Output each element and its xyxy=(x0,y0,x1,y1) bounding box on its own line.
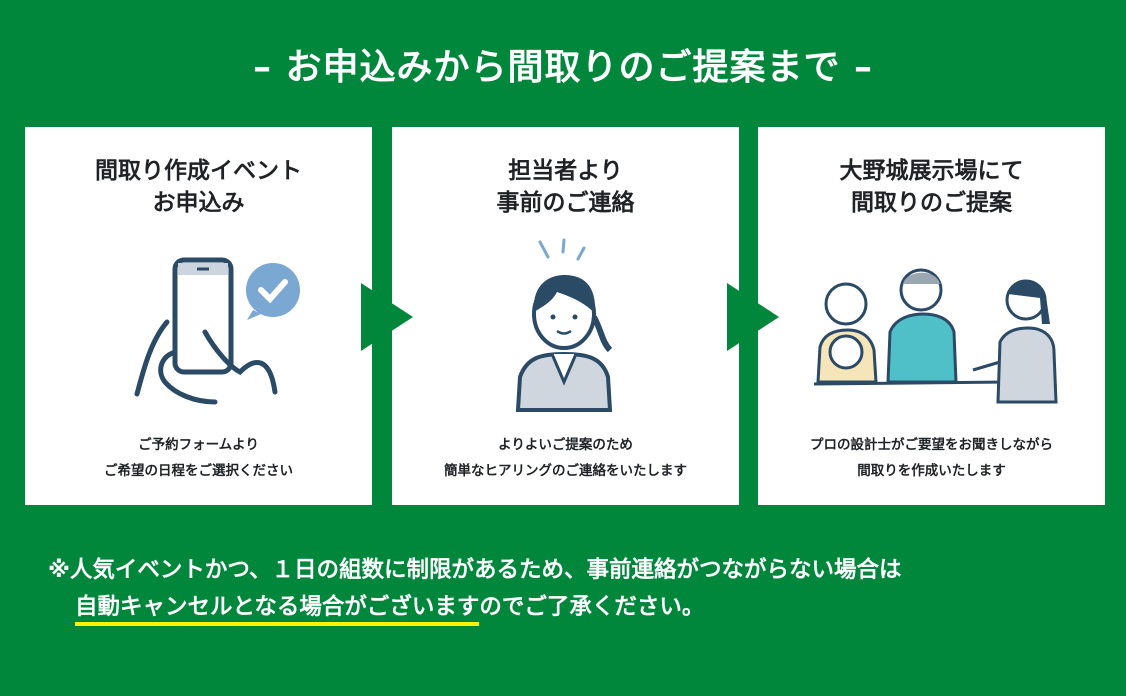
text-line: よりよいご提案のため xyxy=(498,437,633,453)
step-heading: 大野城展示場にて間取りのご提案 xyxy=(758,155,1105,219)
step-description: よりよいご提案のため簡単なヒアリングのご連絡をいたします xyxy=(392,432,739,484)
heading-line: 事前のご連絡 xyxy=(496,190,635,216)
staff-person-icon xyxy=(515,238,613,412)
heading-line: 間取りのご提案 xyxy=(851,190,1012,216)
step-heading: 間取り作成イベントお申込み xyxy=(25,155,372,219)
family-consultation-icon xyxy=(813,268,1058,404)
heading-line: 担当者より xyxy=(508,158,623,184)
heading-line: 間取り作成イベント xyxy=(95,158,302,184)
heading-line: お申込み xyxy=(152,190,245,216)
step-description: プロの設計士がご要望をお聞きしながら間取りを作成いたします xyxy=(758,432,1105,484)
text-line: ご予約フォームより xyxy=(138,437,259,453)
text-line: ご希望の日程をご選択ください xyxy=(104,463,293,479)
step-description: ご予約フォームよりご希望の日程をご選択ください xyxy=(25,432,372,484)
step-heading: 担当者より事前のご連絡 xyxy=(392,155,739,219)
arrow-right-icon xyxy=(361,283,413,351)
arrow-right-icon xyxy=(727,283,779,351)
text-line: 簡単なヒアリングのご連絡をいたします xyxy=(444,463,687,479)
step-card-application: 間取り作成イベントお申込み ご予約フォームよりご希望の日程をご選択ください xyxy=(25,127,372,505)
step-card-proposal: 大野城展示場にて間取りのご提案 プロの設計士がご要望をお聞きしながら間取りを作成… xyxy=(758,127,1105,505)
notice-rest: のでご了承ください。 xyxy=(479,594,705,620)
smartphone-check-icon xyxy=(134,257,300,405)
highlighted-text: 自動キャンセルとなる場合がございます xyxy=(75,594,480,626)
text-line: 間取りを作成いたします xyxy=(857,463,1006,479)
notice-line: ※人気イベントかつ、１日の組数に制限があるため、事前連絡がつながらない場合は xyxy=(48,557,902,583)
notice-line: 自動キャンセルとなる場合がございますのでご了承ください。 xyxy=(48,589,901,626)
heading-line: 大野城展示場にて xyxy=(839,158,1024,184)
text-line: プロの設計士がご要望をお聞きしながら xyxy=(810,437,1053,453)
step-card-contact: 担当者より事前のご連絡 よりよいご提案のため簡単なヒアリングのご連絡をいたします xyxy=(392,127,739,505)
notice-text: ※人気イベントかつ、１日の組数に制限があるため、事前連絡がつながらない場合は 自… xyxy=(48,552,901,626)
page-title: – お申込みから間取りのご提案まで – xyxy=(252,47,874,88)
